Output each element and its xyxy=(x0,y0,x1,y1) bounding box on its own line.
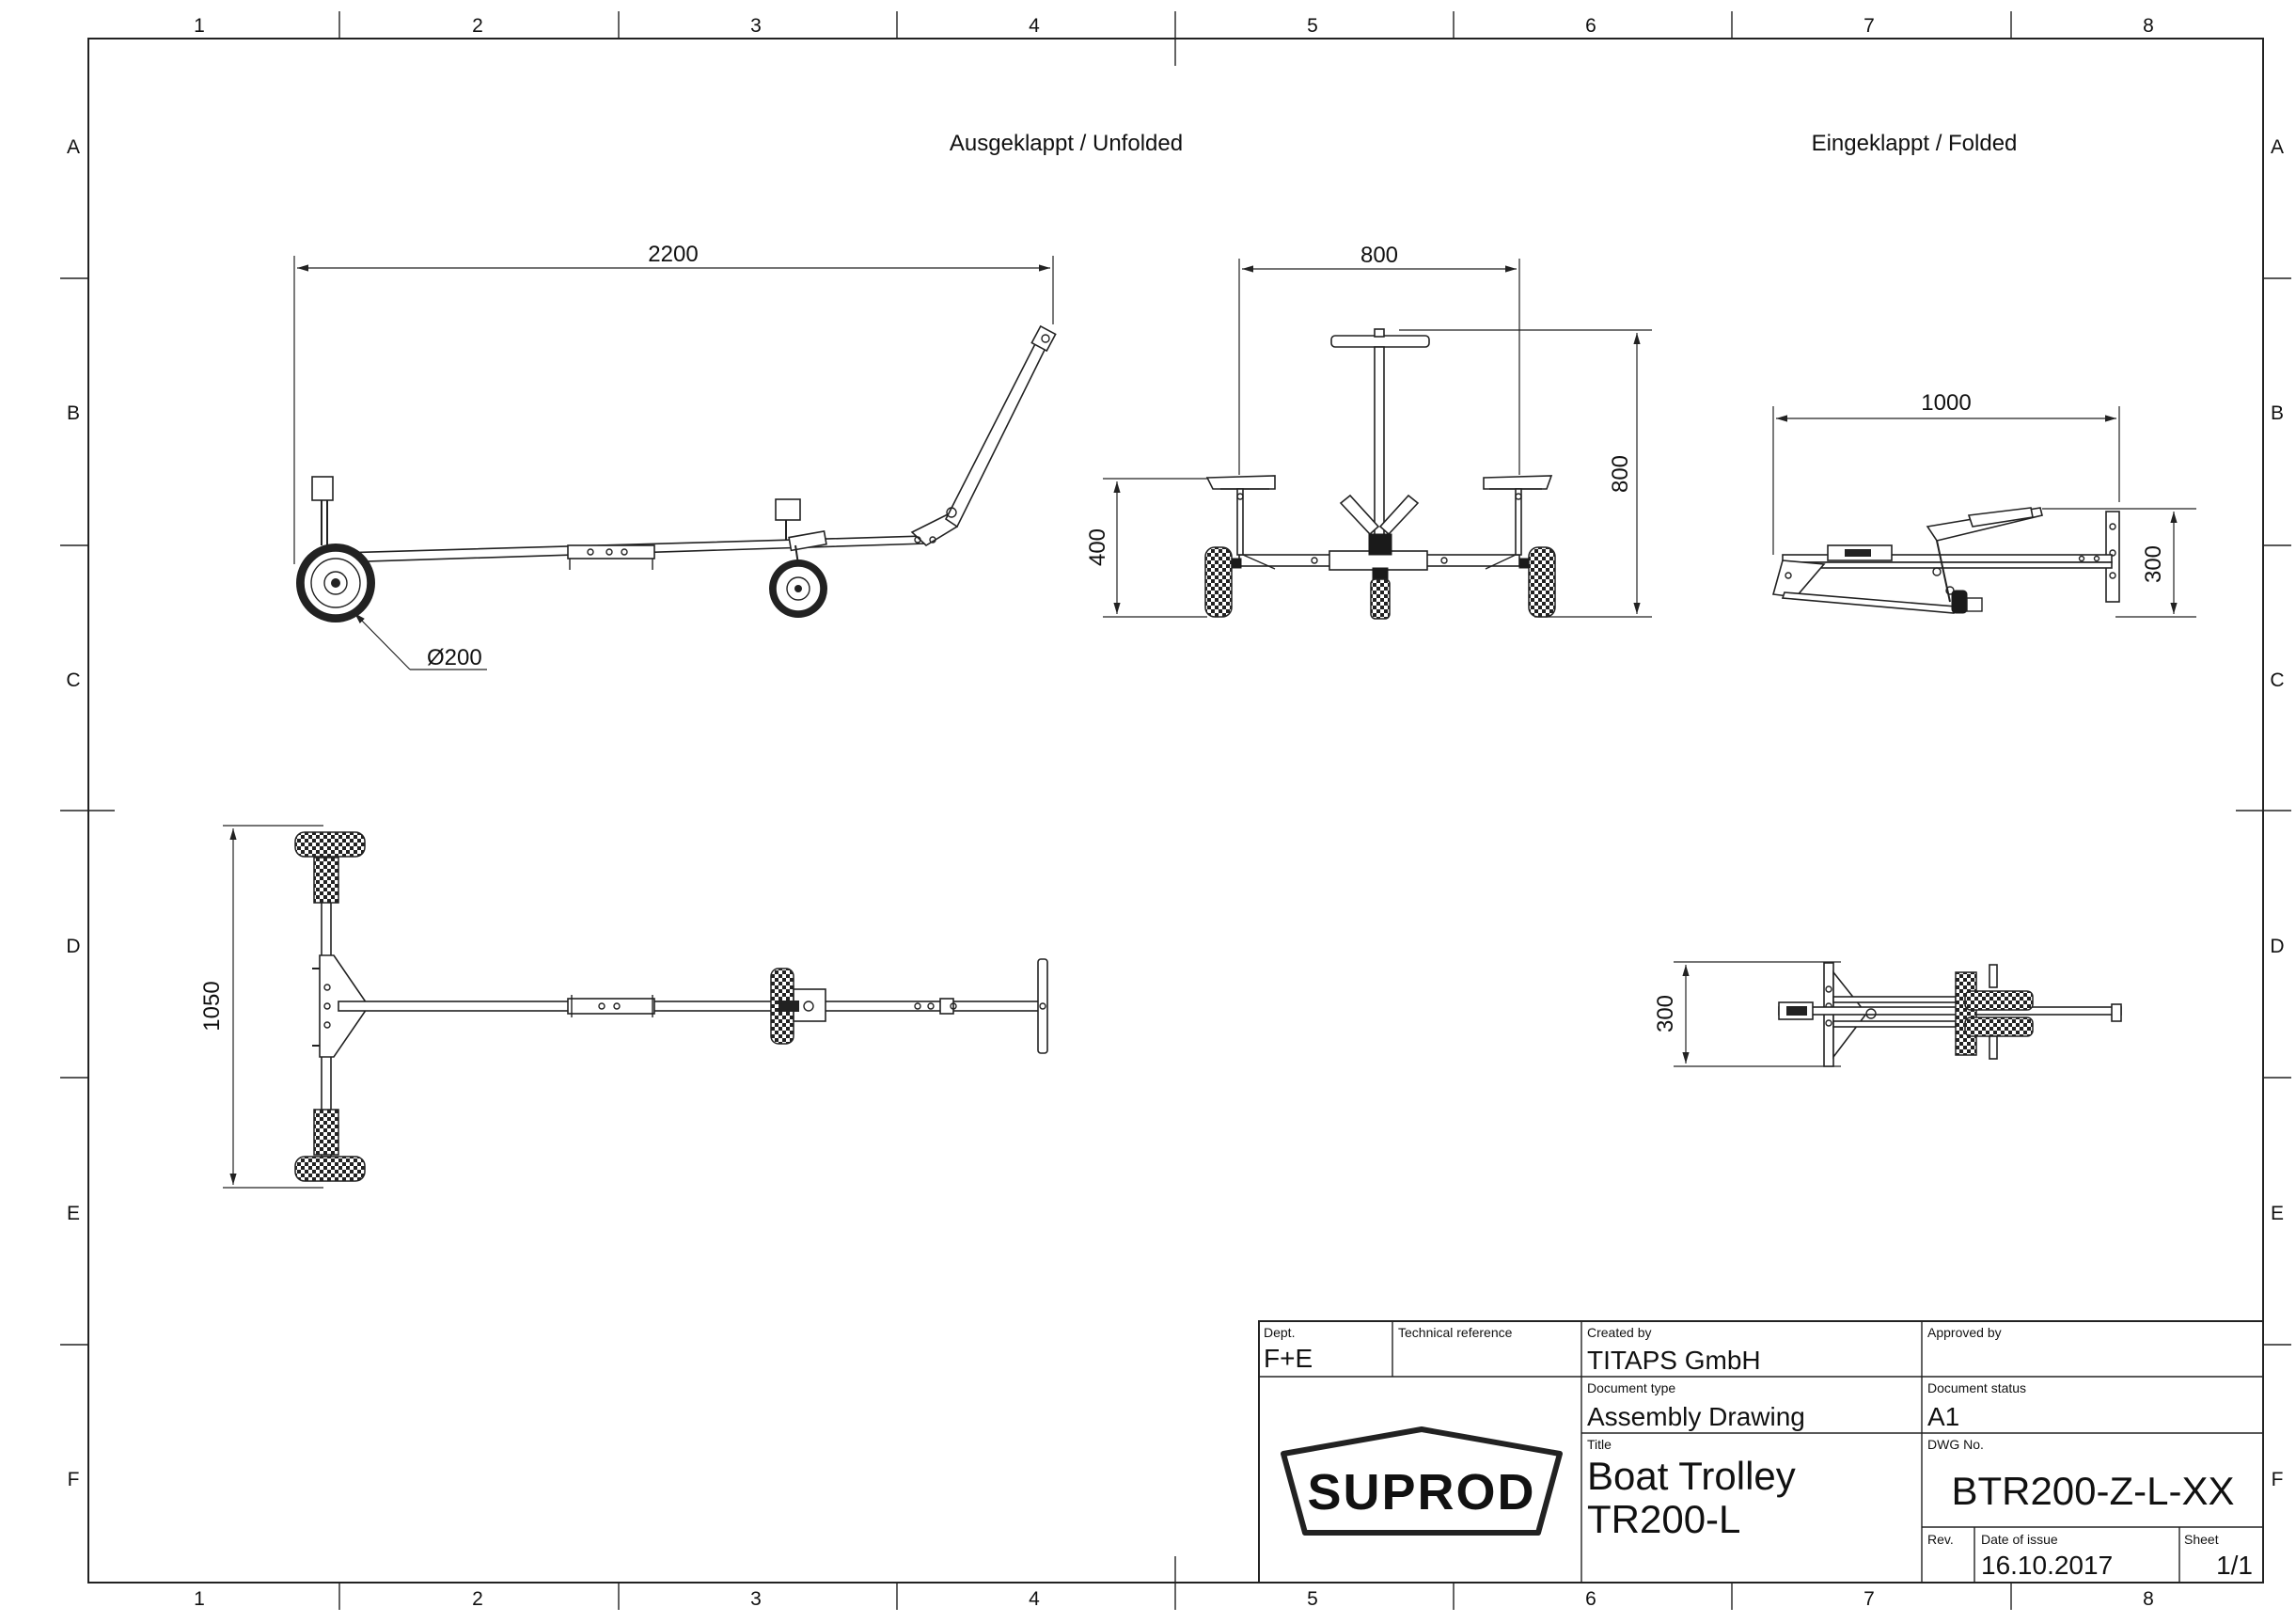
dept-label: Dept. xyxy=(1264,1325,1295,1340)
dimension-folded-height: 300 xyxy=(2141,545,2166,583)
dimension-folded-width: 300 xyxy=(1653,995,1678,1032)
row-label: D xyxy=(2270,936,2284,957)
document-type-label: Document type xyxy=(1587,1380,1675,1395)
created-by-value: TITAPS GmbH xyxy=(1587,1346,1761,1375)
dimension-length: 2200 xyxy=(648,242,698,267)
title-line-2: TR200-L xyxy=(1587,1497,1740,1541)
row-label: A xyxy=(67,136,80,158)
column-label: 8 xyxy=(2143,1588,2154,1610)
column-label: 1 xyxy=(194,15,205,37)
top-view-unfolded: 1050 xyxy=(199,825,1048,1189)
column-label: 3 xyxy=(750,15,762,37)
column-label: 1 xyxy=(194,1588,205,1610)
dimension-height-support: 400 xyxy=(1085,528,1110,566)
title-block: Dept. F+E Technical reference Created by… xyxy=(1258,1320,2264,1584)
column-label: 6 xyxy=(1585,15,1596,37)
column-label: 3 xyxy=(750,1588,762,1610)
approved-by-label: Approved by xyxy=(1927,1325,2002,1340)
created-by-label: Created by xyxy=(1587,1325,1651,1340)
column-label: 5 xyxy=(1307,15,1318,37)
unfolded-view-title: Ausgeklappt / Unfolded xyxy=(950,131,1183,156)
dimension-folded-length: 1000 xyxy=(1921,390,1971,416)
front-view-unfolded: 800 800 400 xyxy=(1085,243,1652,620)
column-label: 4 xyxy=(1029,15,1040,37)
sheet-label: Sheet xyxy=(2184,1532,2219,1547)
drawing-frame xyxy=(60,11,2291,1610)
grid-column-labels: 1 2 3 4 5 6 7 8 1 2 3 4 5 6 7 8 xyxy=(194,15,2154,1610)
top-view-folded: 300 xyxy=(1653,961,2122,1067)
technical-reference-label: Technical reference xyxy=(1398,1325,1513,1340)
row-label: B xyxy=(2271,402,2284,424)
row-label: E xyxy=(67,1203,80,1224)
side-view-folded: 1000 300 xyxy=(1771,390,2196,618)
row-label: E xyxy=(2271,1203,2284,1224)
dimension-wheel-diameter: Ø200 xyxy=(427,645,482,670)
dimension-track-width: 800 xyxy=(1360,243,1398,268)
date-of-issue-value: 16.10.2017 xyxy=(1981,1551,2113,1580)
document-status-label: Document status xyxy=(1927,1380,2026,1395)
row-label: B xyxy=(67,402,80,424)
row-label: C xyxy=(66,670,80,691)
logo-text: SUPROD xyxy=(1307,1464,1535,1521)
folded-view-title: Eingeklappt / Folded xyxy=(1812,131,2018,156)
row-label: D xyxy=(66,936,80,957)
column-label: 5 xyxy=(1307,1588,1318,1610)
revision-label: Rev. xyxy=(1927,1532,1954,1547)
row-label: C xyxy=(2270,670,2284,691)
column-label: 6 xyxy=(1585,1588,1596,1610)
side-view-unfolded: 2200 Ø200 xyxy=(293,242,1057,670)
column-label: 4 xyxy=(1029,1588,1040,1610)
row-label: F xyxy=(68,1469,80,1490)
row-label: A xyxy=(2271,136,2284,158)
column-label: 8 xyxy=(2143,15,2154,37)
title-line-1: Boat Trolley xyxy=(1587,1454,1796,1498)
dimension-height-overall: 800 xyxy=(1608,455,1633,493)
sheet-value: 1/1 xyxy=(2216,1551,2253,1580)
column-label: 7 xyxy=(1864,1588,1875,1610)
row-label: F xyxy=(2272,1469,2284,1490)
drawing-number-value: BTR200-Z-L-XX xyxy=(1951,1469,2234,1513)
column-label: 7 xyxy=(1864,15,1875,37)
suprod-logo: SUPROD xyxy=(1281,1426,1563,1536)
document-type-value: Assembly Drawing xyxy=(1587,1402,1805,1431)
column-label: 2 xyxy=(472,15,483,37)
date-of-issue-label: Date of issue xyxy=(1981,1532,2058,1547)
title-label: Title xyxy=(1587,1437,1612,1452)
column-label: 2 xyxy=(472,1588,483,1610)
dept-value: F+E xyxy=(1264,1344,1313,1373)
drawing-number-label: DWG No. xyxy=(1927,1437,1984,1452)
dimension-axle-width: 1050 xyxy=(199,981,225,1031)
document-status-value: A1 xyxy=(1927,1402,1959,1431)
grid-row-labels: A B C D E F A B C D E F xyxy=(66,136,2284,1490)
